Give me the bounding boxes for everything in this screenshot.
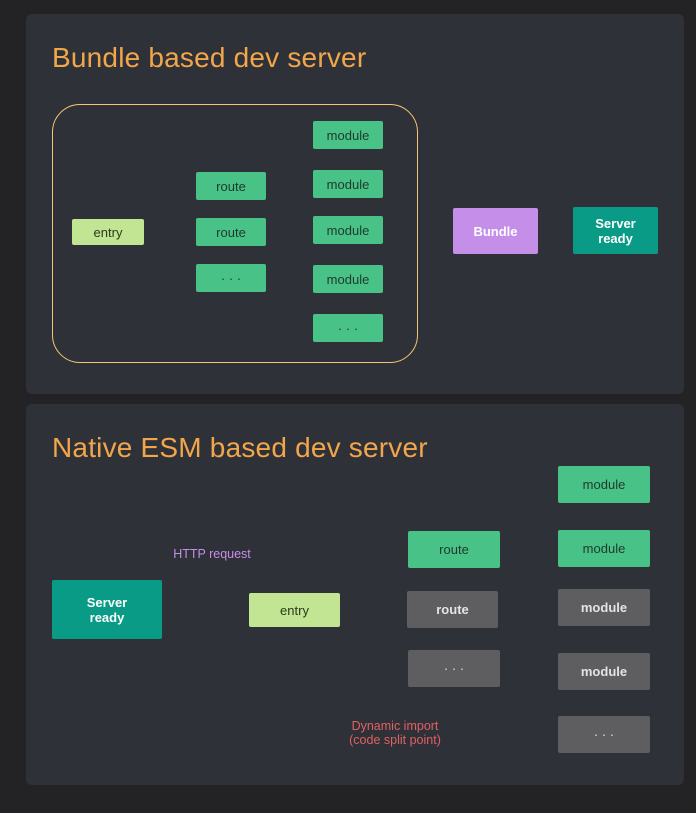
- bundle-module-node-5: · · ·: [313, 314, 383, 342]
- esm-module-node-5: · · ·: [558, 716, 650, 753]
- bundle-route-node-3: · · ·: [196, 264, 266, 292]
- bundle-module-node-2: module: [313, 170, 383, 198]
- bundle-entry-node: entry: [72, 219, 144, 245]
- dynamic-import-caption: Dynamic import (code split point): [349, 719, 441, 747]
- bundle-node: Bundle: [453, 208, 538, 254]
- esm-entry-node: entry: [249, 593, 340, 627]
- http-request-caption: HTTP request: [173, 547, 251, 561]
- bundle-server-ready-node: Server ready: [573, 207, 658, 254]
- esm-module-node-2: module: [558, 530, 650, 567]
- esm-server-ready-node: Server ready: [52, 580, 162, 639]
- bundle-route-node-1: route: [196, 172, 266, 200]
- esm-route-node-1: route: [408, 531, 500, 568]
- bundle-module-node-4: module: [313, 265, 383, 293]
- esm-module-node-1: module: [558, 466, 650, 503]
- bundle-route-node-2: route: [196, 218, 266, 246]
- bundle-title: Bundle based dev server: [52, 42, 367, 73]
- esm-title: Native ESM based dev server: [52, 432, 428, 463]
- bundle-group-box: [52, 104, 418, 363]
- esm-module-node-4: module: [558, 653, 650, 690]
- esm-route-node-2: route: [407, 591, 498, 628]
- esm-route-node-3: · · ·: [408, 650, 500, 687]
- bundle-module-node-1: module: [313, 121, 383, 149]
- esm-module-node-3: module: [558, 589, 650, 626]
- bundle-module-node-3: module: [313, 216, 383, 244]
